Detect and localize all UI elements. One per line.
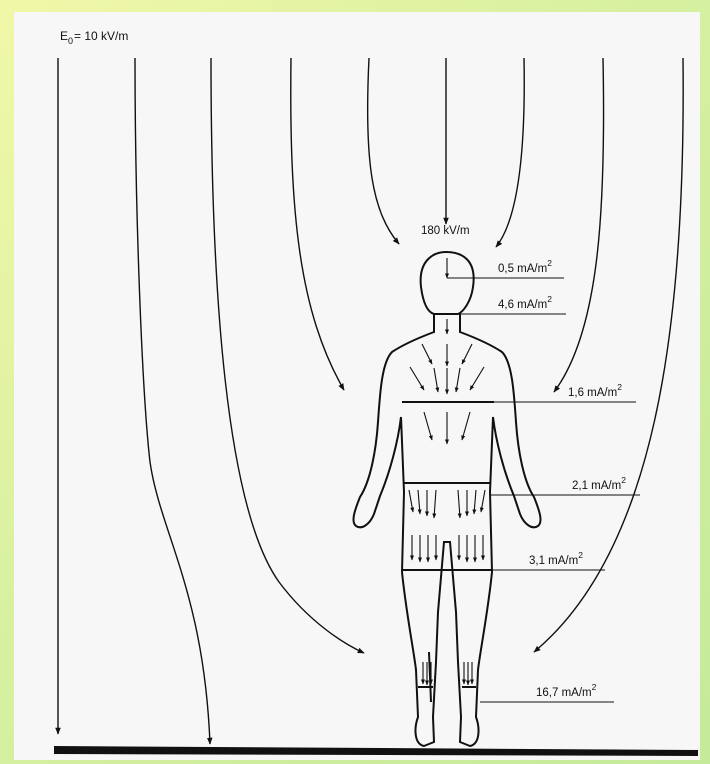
field-lines: [58, 58, 683, 744]
current-arrows: [409, 258, 485, 685]
current-arrow: [434, 490, 436, 518]
current-arrow: [481, 490, 485, 512]
current-arrow: [458, 490, 460, 518]
field-diagram: E0= 10 kV/m: [14, 12, 700, 760]
field-line: [211, 58, 364, 653]
current-arrow: [422, 344, 432, 364]
current-density-label-thigh: 3,1 mA/m2: [529, 550, 583, 567]
current-arrow: [434, 368, 438, 392]
current-arrow: [418, 490, 420, 514]
current-arrow: [474, 490, 476, 514]
diagram-panel: E0= 10 kV/m: [14, 12, 700, 760]
current-arrow: [410, 367, 424, 390]
field-line: [496, 58, 524, 247]
current-arrow: [409, 490, 413, 512]
current-density-label-waist: 1,6 mA/m2: [568, 382, 622, 399]
current-arrow: [424, 412, 432, 440]
field-line: [291, 58, 344, 390]
peak-field-label: 180 kV/m: [421, 225, 470, 237]
field-line: [135, 58, 210, 744]
current-density-label-hip: 2,1 mA/m2: [572, 475, 626, 492]
current-arrow: [462, 412, 470, 440]
current-density-label-neck: 4,6 mA/m2: [498, 294, 552, 311]
current-density-label-ankle: 16,7 mA/m2: [536, 682, 597, 699]
ground-plane: [54, 746, 698, 756]
field-strength-label: E0= 10 kV/m: [60, 29, 128, 46]
field-line: [368, 58, 399, 244]
current-arrow: [462, 344, 472, 364]
current-arrow: [470, 367, 484, 390]
field-line: [554, 58, 604, 392]
current-density-label-head: 0,5 mA/m2: [498, 258, 552, 275]
current-arrow: [456, 368, 460, 392]
